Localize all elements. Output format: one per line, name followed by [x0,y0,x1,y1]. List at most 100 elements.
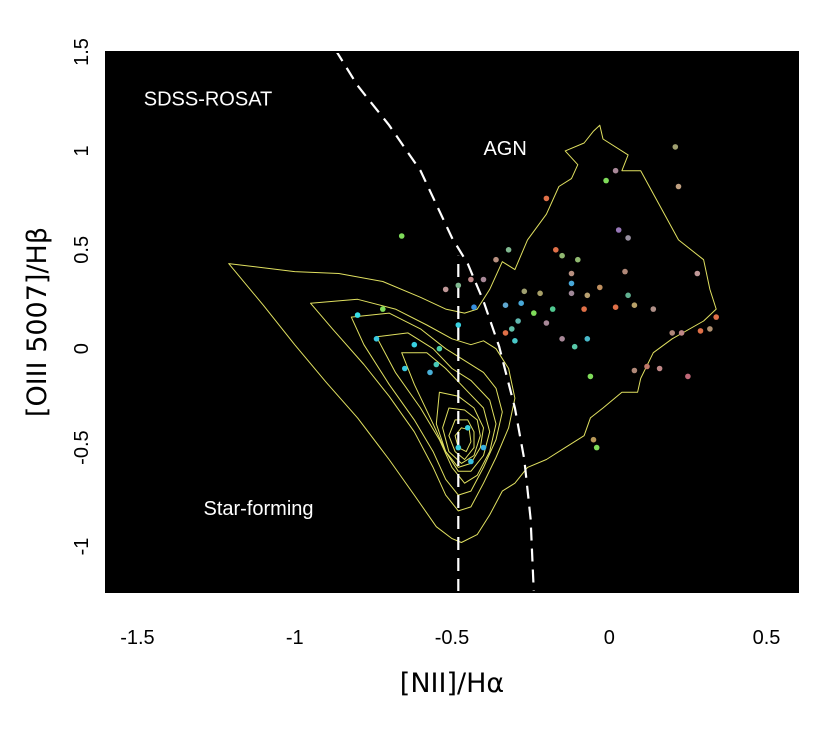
x-axis-title: [NII]/Hα [400,668,504,699]
data-point [678,330,685,336]
data-point [559,252,565,259]
x-tick-label: -1 [286,627,304,649]
data-point [581,306,587,312]
data-point [707,326,713,332]
data-point [625,292,631,299]
data-point [502,330,509,336]
data-point [480,276,487,283]
y-tick-label: 0 [71,343,93,354]
data-point [571,343,578,350]
data-point [515,318,521,324]
data-point [593,444,600,451]
data-point [656,365,663,372]
data-point [672,144,679,150]
x-tick-label: 0.5 [753,627,781,649]
y-tick-label: -1 [71,538,93,556]
data-point [713,314,719,320]
data-point [612,304,619,311]
y-axis: -1 -0.5 0 0.5 1 1.5 [71,38,798,587]
x-tick-label: 0 [604,627,615,649]
data-point [518,300,524,307]
annotations: SDSS-ROSAT AGN Star-forming [144,88,527,519]
data-point [597,284,603,291]
y-tick-label: 1 [71,145,93,156]
data-point [549,306,556,312]
data-point [625,235,631,241]
contour-level-5 [401,352,491,472]
data-point [427,369,433,376]
data-point [650,306,657,312]
data-point [521,288,528,295]
annotation-label: Star-forming [204,498,314,520]
data-point [622,268,628,275]
data-point [615,227,622,233]
data-point [493,256,499,263]
data-point [436,345,443,352]
annotation-label: AGN [483,138,526,160]
data-point [553,247,559,253]
data-point [509,326,515,332]
data-point [675,183,682,190]
plot-area-background [106,52,798,592]
data-point [354,312,361,318]
data-point [612,167,619,174]
contour-level-6 [435,391,484,468]
data-point [584,292,591,299]
data-point [559,336,565,342]
data-point [505,247,512,253]
data-point [669,330,675,336]
data-point [631,302,638,309]
data-point [433,361,440,368]
contour-level-8 [448,419,475,460]
data-point [468,458,474,465]
y-tick-label: -0.5 [71,430,93,464]
data-point [543,320,550,326]
data-point [543,195,550,202]
data-point [502,302,509,309]
data-point [694,270,701,277]
data-point [512,338,518,344]
data-point [568,290,575,297]
data-point [455,322,462,328]
data-point [455,444,462,451]
data-point [480,444,487,451]
data-point [537,290,543,297]
x-tick-label: -1.5 [120,627,154,649]
data-point [373,336,380,342]
data-point [531,310,537,316]
data-point [442,286,449,293]
data-point [471,304,477,311]
y-tick-label: 1.5 [71,38,93,66]
data-point [568,280,575,287]
data-point [697,328,704,334]
data-point [464,425,471,431]
contour-level-3 [350,312,503,496]
contour-level-7 [442,407,481,464]
annotation-label: SDSS-ROSAT [144,88,273,110]
contour-level-1 [228,124,717,543]
data-point [398,233,405,239]
data-point [568,270,575,277]
data-point [644,363,650,370]
x-tick-label: -0.5 [435,627,469,649]
data-point [455,282,462,289]
x-axis: -1.5 -1 -0.5 0 0.5 [105,52,799,649]
data-point [380,306,386,312]
divider-line-kewley [335,52,535,592]
data-point [402,365,408,372]
y-axis-title: [OIII 5007]/Hβ [22,227,53,417]
data-point [590,436,597,443]
data-point [631,367,638,374]
contour-level-4 [376,332,497,484]
data-point [685,373,691,380]
data-point [468,276,474,283]
data-point [584,336,591,342]
y-tick-label: 0.5 [71,236,93,264]
data-point [411,341,418,348]
points-layer [354,144,719,465]
data-point [603,177,609,184]
data-point [575,256,581,263]
data-point [587,373,594,380]
divider-layer [335,52,535,592]
